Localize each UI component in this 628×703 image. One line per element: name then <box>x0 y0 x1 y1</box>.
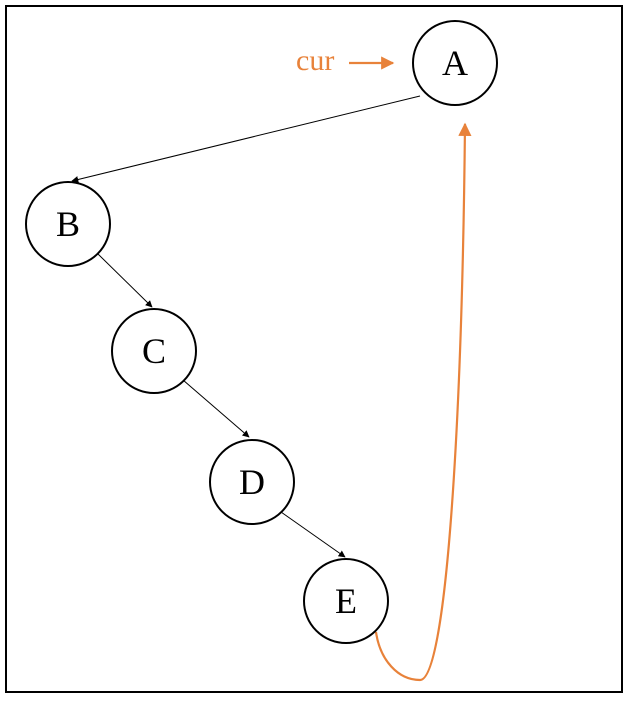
cur-pointer-label: cur <box>296 44 334 77</box>
node-a-label: A <box>442 43 468 83</box>
node-d-label: D <box>239 462 265 502</box>
edge-d-to-e <box>280 511 346 558</box>
edge-c-to-d <box>182 379 250 438</box>
node-c-label: C <box>142 331 166 371</box>
edge-b-to-c <box>97 253 153 308</box>
node-a: A <box>412 20 498 106</box>
diagram-border <box>5 5 623 693</box>
node-d: D <box>209 439 295 525</box>
node-c: C <box>111 308 197 394</box>
node-e-label: E <box>335 581 357 621</box>
back-edge-e-to-a <box>374 122 472 682</box>
edge-a-to-b <box>71 95 421 183</box>
node-e: E <box>303 558 389 644</box>
node-b: B <box>25 181 111 267</box>
node-b-label: B <box>56 204 80 244</box>
